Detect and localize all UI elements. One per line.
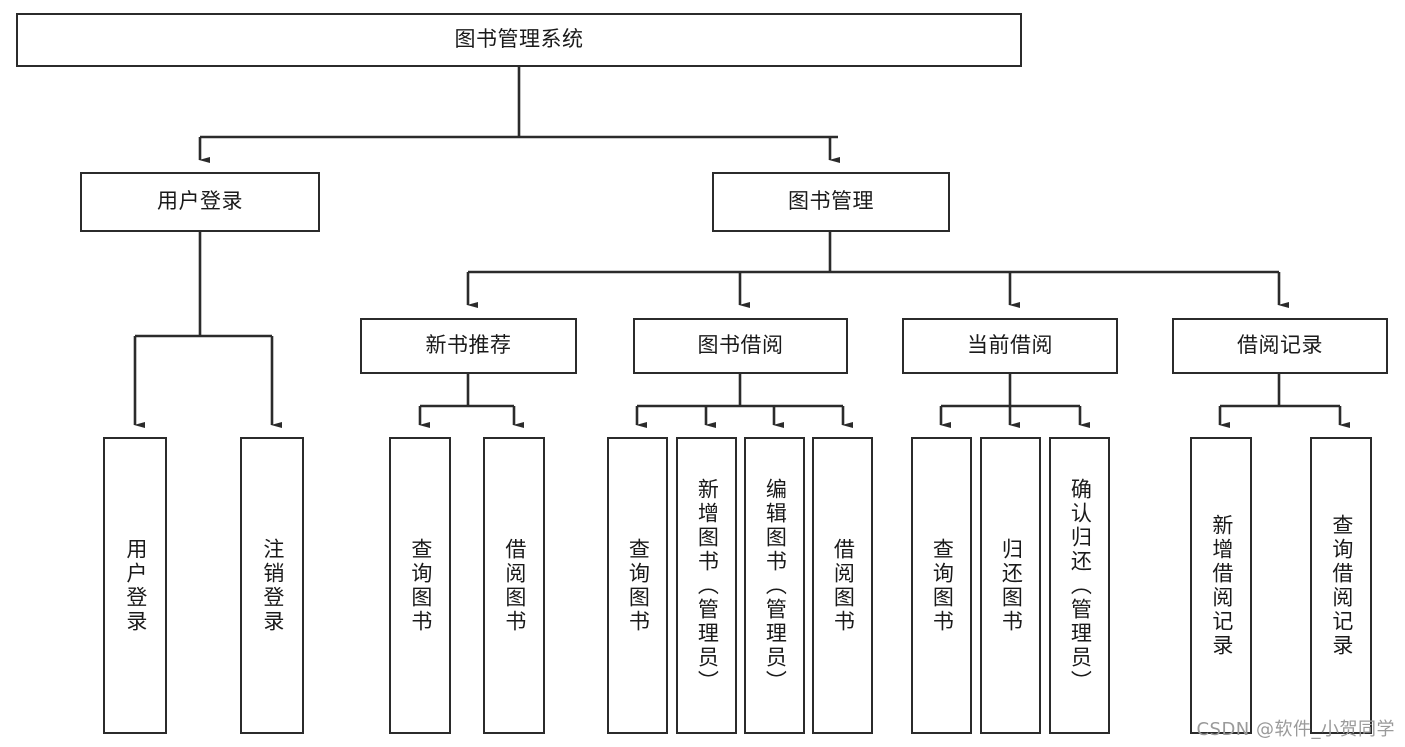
watermark-text: CSDN @软件_小贺同学 [1196,719,1395,740]
node-borrow-record-label: 借阅记录 [1237,333,1323,358]
leaf-query-book-1[interactable]: 查询图书 [389,437,451,734]
leaf-borrow-book-2-label: 借阅图书 [831,537,856,634]
node-user-login[interactable]: 用户登录 [80,172,320,232]
leaf-query-book-2-label: 查询图书 [626,537,651,634]
node-borrow-record[interactable]: 借阅记录 [1172,318,1388,374]
node-new-book-recommend[interactable]: 新书推荐 [360,318,577,374]
leaf-logout-login[interactable]: 注销登录 [240,437,304,734]
leaf-add-book-admin-label: 新增图书（管理员） [695,477,720,694]
node-book-management[interactable]: 图书管理 [712,172,950,232]
leaf-return-book-label: 归还图书 [999,537,1024,634]
leaf-edit-book-admin[interactable]: 编辑图书（管理员） [744,437,805,734]
leaf-query-book-3[interactable]: 查询图书 [911,437,972,734]
node-user-login-label: 用户登录 [157,189,243,214]
leaf-user-login-label: 用户登录 [123,537,148,634]
node-root-system[interactable]: 图书管理系统 [16,13,1022,67]
leaf-add-borrow-record-label: 新增借阅记录 [1209,513,1234,658]
leaf-query-book-3-label: 查询图书 [930,537,955,634]
leaf-confirm-return-admin[interactable]: 确认归还（管理员） [1049,437,1110,734]
leaf-confirm-return-admin-label: 确认归还（管理员） [1068,477,1093,694]
leaf-borrow-book-2[interactable]: 借阅图书 [812,437,873,734]
leaf-logout-login-label: 注销登录 [260,537,285,634]
leaf-user-login[interactable]: 用户登录 [103,437,167,734]
node-current-borrow-label: 当前借阅 [967,333,1053,358]
node-book-borrow[interactable]: 图书借阅 [633,318,848,374]
leaf-add-book-admin[interactable]: 新增图书（管理员） [676,437,737,734]
leaf-borrow-book-1[interactable]: 借阅图书 [483,437,545,734]
node-current-borrow[interactable]: 当前借阅 [902,318,1118,374]
leaf-query-borrow-record[interactable]: 查询借阅记录 [1310,437,1372,734]
node-root-system-label: 图书管理系统 [454,27,584,52]
leaf-add-borrow-record[interactable]: 新增借阅记录 [1190,437,1252,734]
leaf-query-book-2[interactable]: 查询图书 [607,437,668,734]
node-book-management-label: 图书管理 [788,189,874,214]
leaf-query-book-1-label: 查询图书 [408,537,433,634]
leaf-query-borrow-record-label: 查询借阅记录 [1329,513,1354,658]
leaf-edit-book-admin-label: 编辑图书（管理员） [763,477,788,694]
leaf-borrow-book-1-label: 借阅图书 [502,537,527,634]
leaf-return-book[interactable]: 归还图书 [980,437,1041,734]
node-book-borrow-label: 图书借阅 [697,333,784,358]
node-new-book-recommend-label: 新书推荐 [425,333,512,358]
